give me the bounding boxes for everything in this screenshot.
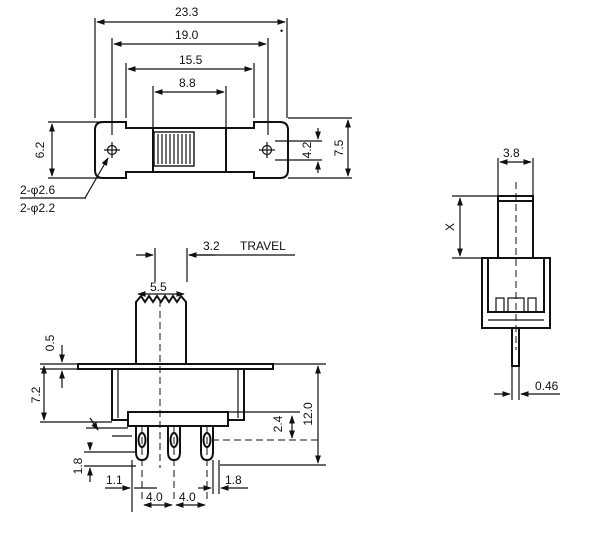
dim-pin-tip-label: 1.8 (71, 457, 85, 474)
dim-plate-label: 0.5 (43, 334, 57, 351)
hole-leader-line (84, 157, 109, 199)
terminal-base (127, 411, 229, 427)
hole-note-2: 2-φ2.2 (20, 201, 55, 215)
dim-slot-label: 8.8 (179, 76, 196, 90)
dim-height-left-label: 6.2 (33, 141, 47, 158)
side-view: 3.8 X 0.46 (443, 146, 560, 400)
dim-height-right-label: 7.5 (332, 139, 346, 156)
dim-travel-label: 3.2 (203, 239, 220, 253)
mounting-plate-outline (94, 121, 289, 179)
dim-body-height-label: 7.2 (29, 386, 43, 403)
dim-body-label: 15.5 (179, 53, 203, 67)
side-pin (511, 327, 520, 367)
hole-note-1: 2-φ2.6 (20, 183, 55, 197)
dim-pitch-1-label: 4.0 (146, 490, 163, 504)
dim-pitch-2-label: 4.0 (179, 490, 196, 504)
front-view: 3.2 TRAVEL 5.5 (29, 239, 326, 512)
dim-pin-offset-label: 2.4 (271, 415, 285, 432)
dim-actuator-label: 5.5 (150, 280, 167, 294)
dim-right-margin-label: 1.8 (225, 473, 242, 487)
dim-mounting-label: 19.0 (175, 28, 199, 42)
travel-label: TRAVEL (240, 239, 286, 253)
actuator-slot (152, 127, 227, 173)
dim-overall-label: 23.3 (175, 5, 199, 19)
small-mark: • (280, 26, 283, 36)
actuator-lever (135, 294, 187, 364)
knob-ridges (157, 134, 191, 164)
top-view: 23.3 • 19.0 15.5 8.8 (20, 5, 352, 215)
dim-side-width-label: 3.8 (503, 146, 520, 160)
dim-hole-spacing-label: 4.2 (300, 141, 314, 158)
dim-pin-thickness-label: 0.46 (535, 379, 559, 393)
dim-x-label: X (443, 223, 457, 231)
dim-left-margin-label: 1.1 (106, 473, 123, 487)
front-mounting-plate (77, 363, 274, 370)
dim-total-height-label: 12.0 (301, 402, 315, 426)
